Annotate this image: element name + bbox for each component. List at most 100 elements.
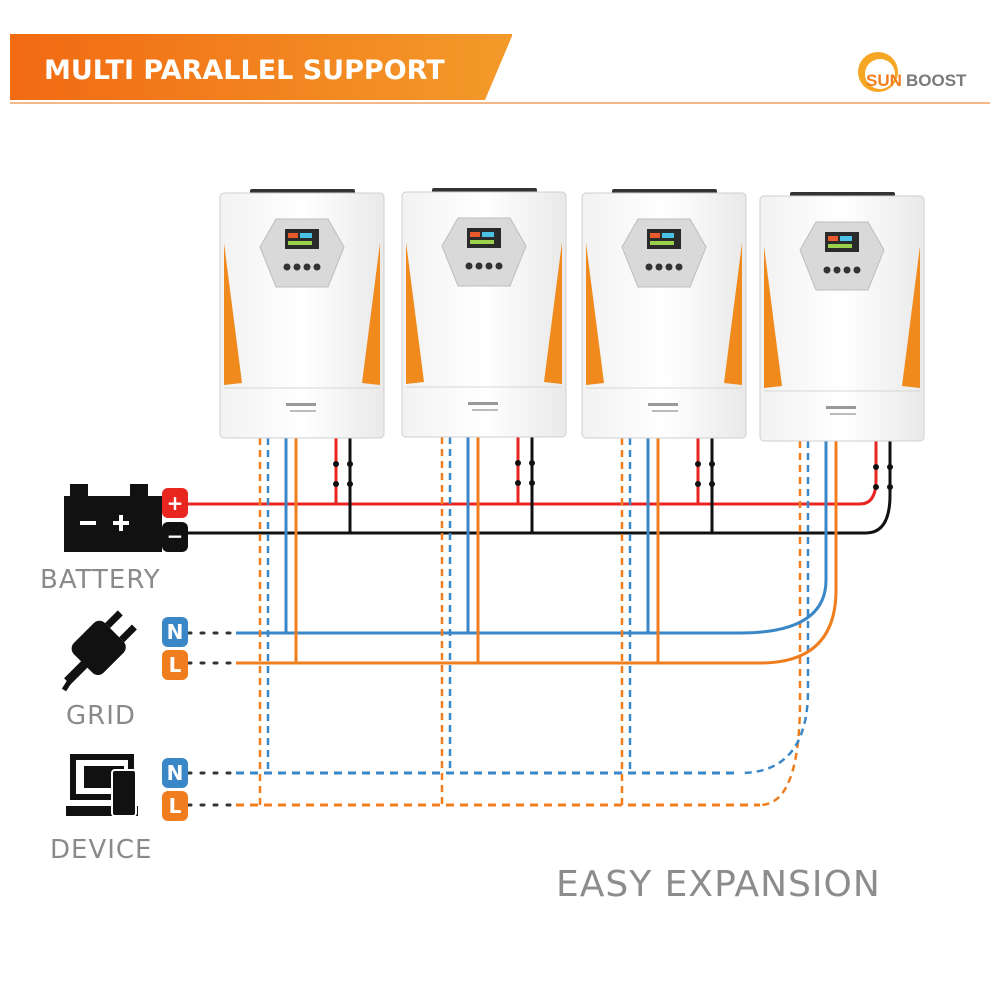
inverter-button: [645, 263, 653, 271]
grid-live-terminal: L: [162, 650, 188, 680]
inverter-display-panel: [621, 218, 707, 288]
grid-label: GRID: [66, 701, 136, 731]
battery-label: BATTERY: [40, 565, 161, 595]
svg-text:−: −: [167, 524, 184, 548]
inverter-display-panel: [259, 218, 345, 288]
svg-text:L: L: [169, 653, 182, 677]
breaker-dot: [333, 461, 339, 467]
screen-digit: [828, 236, 838, 241]
breaker-dot: [695, 481, 701, 487]
device-neutral-return: [739, 441, 810, 775]
device-live-terminal: L: [162, 791, 188, 821]
brand-logo: SUN BOOST: [858, 52, 967, 92]
inverter-model-mark: [830, 413, 856, 415]
inverter-button: [833, 266, 841, 274]
inverter-accent-left: [586, 243, 604, 385]
breaker-dot: [887, 464, 893, 470]
inverter-screen: [647, 229, 681, 249]
header-banner: MULTI PARALLEL SUPPORT: [10, 34, 990, 104]
inverter-button: [495, 262, 503, 270]
inverter-button: [853, 266, 861, 274]
breaker-dot: [529, 460, 535, 466]
positive-terminal: +: [162, 488, 188, 518]
inverter-button: [283, 263, 291, 271]
sun-logo-icon: [858, 52, 898, 92]
inverter-model-mark: [286, 403, 316, 406]
inverter-model-mark: [826, 406, 856, 409]
inverter-display-panel: [441, 217, 527, 287]
breaker-dot: [515, 460, 521, 466]
inverter-body: [759, 195, 925, 442]
breaker-dot: [333, 481, 339, 487]
inverter-button: [465, 262, 473, 270]
device-source: DEVICE N L: [50, 754, 188, 865]
screen-digit: [470, 240, 494, 244]
inverter-accent-right: [902, 246, 920, 388]
inverter-body: [401, 191, 567, 438]
logo-suffix: BOOST: [906, 71, 967, 90]
inverter-unit: [759, 192, 925, 442]
breaker-dot: [873, 484, 879, 490]
inverter-button: [655, 263, 663, 271]
inverter-screen: [467, 228, 501, 248]
screen-digit: [840, 236, 852, 241]
inverter-unit: [581, 189, 747, 439]
inverter-accent-right: [724, 243, 742, 385]
plug-icon: [61, 610, 137, 692]
grid-source: GRID N L: [61, 610, 188, 731]
inverter-model-mark: [468, 402, 498, 405]
screen-digit: [650, 233, 660, 238]
inverter-group: [219, 188, 925, 442]
svg-text:N: N: [167, 761, 184, 785]
inverter-model-mark: [648, 403, 678, 406]
inverter-button: [293, 263, 301, 271]
inverter-button: [843, 266, 851, 274]
breaker-dot: [873, 464, 879, 470]
negative-terminal: −: [162, 522, 188, 552]
breaker-dot: [695, 461, 701, 467]
inverter-body: [219, 192, 385, 439]
inverter-accent-left: [224, 243, 242, 385]
inverter-display-panel: [799, 221, 885, 291]
inverter-accent-right: [362, 243, 380, 385]
inverter-screen: [825, 232, 859, 252]
inverter-accent-left: [764, 246, 782, 388]
breaker-dot: [709, 461, 715, 467]
svg-text:L: L: [169, 794, 182, 818]
breaker-dot: [529, 480, 535, 486]
inverter-button: [665, 263, 673, 271]
logo-prefix: SUN: [866, 71, 902, 90]
inverter-model-mark: [290, 410, 316, 412]
inverter-body: [581, 192, 747, 439]
inverter-button: [313, 263, 321, 271]
inverter-button: [823, 266, 831, 274]
battery-source: BATTERY + −: [40, 484, 188, 595]
computer-icon: [66, 754, 138, 817]
device-neutral-terminal: N: [162, 758, 188, 788]
inverter-model-mark: [652, 410, 678, 412]
inverter-button: [485, 262, 493, 270]
page-title: MULTI PARALLEL SUPPORT: [44, 55, 445, 86]
screen-digit: [828, 244, 852, 248]
grid-neutral-terminal: N: [162, 617, 188, 647]
screen-digit: [650, 241, 674, 245]
negative-return: [865, 441, 892, 535]
svg-text:+: +: [167, 491, 184, 515]
breaker-dot: [347, 461, 353, 467]
inverter-accent-right: [544, 242, 562, 384]
screen-digit: [482, 232, 494, 237]
positive-return: [859, 441, 878, 506]
svg-text:N: N: [167, 620, 184, 644]
grid-neutral-return: [739, 441, 828, 635]
expansion-caption: EASY EXPANSION: [556, 864, 881, 905]
inverter-unit: [401, 188, 567, 438]
breaker-dot: [347, 481, 353, 487]
screen-digit: [288, 233, 298, 238]
inverter-button: [303, 263, 311, 271]
device-live-return: [759, 441, 802, 807]
screen-digit: [662, 233, 674, 238]
inverter-unit: [219, 189, 385, 439]
breaker-dot: [709, 481, 715, 487]
grid-live-return: [759, 441, 838, 665]
